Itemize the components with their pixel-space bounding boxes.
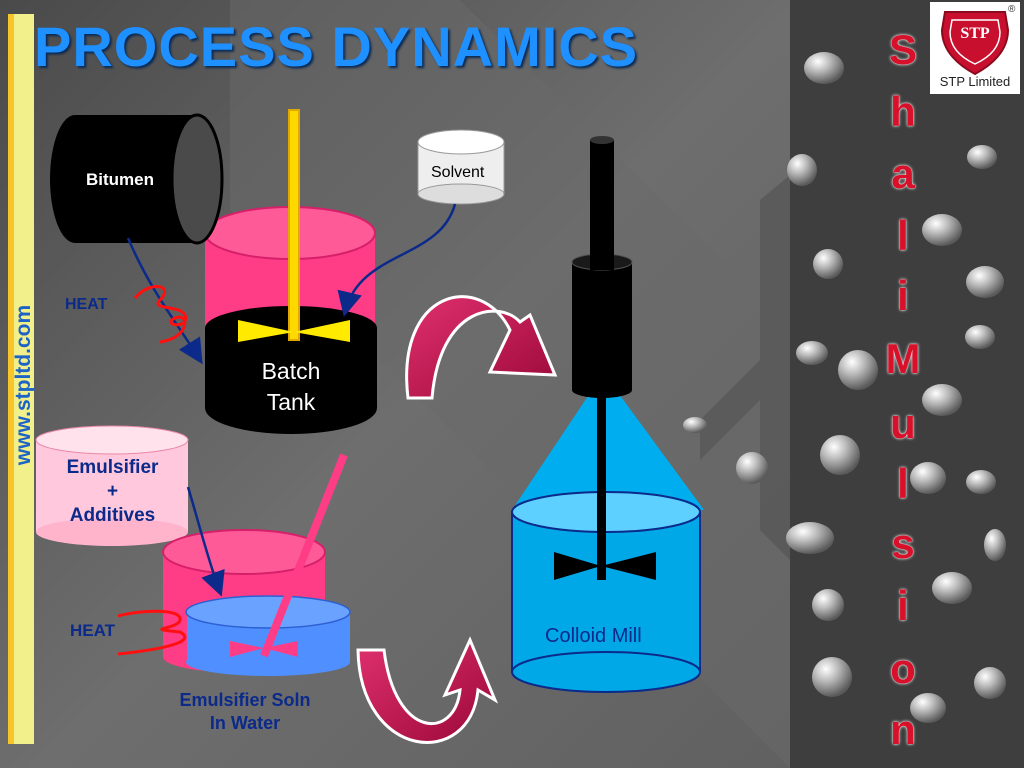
emulsifier-can — [35, 425, 189, 546]
heat-coil-top — [133, 285, 187, 344]
brand-letter: l — [897, 212, 909, 259]
brand-letter: h — [890, 88, 916, 135]
website-side-strip — [8, 14, 34, 744]
emulsifier-solution-label: Emulsifier Soln In Water — [150, 689, 340, 735]
brand-letter: i — [897, 582, 909, 629]
emulsifier-solution-line1: Emulsifier Soln — [179, 690, 311, 710]
background-arrow-shape — [700, 175, 790, 560]
heat-label-top: HEAT — [65, 296, 108, 313]
solvent-label: Solvent — [431, 164, 485, 181]
colloid-mill-label: Colloid Mill — [545, 625, 642, 647]
brand-letter: u — [890, 400, 916, 447]
arrow-emulsifier-to-mill — [356, 636, 499, 744]
heat-coil-bottom — [117, 609, 187, 656]
brand-letter: s — [891, 520, 915, 567]
emulsifier-stirrer — [230, 453, 348, 658]
brand-letter: i — [897, 272, 909, 319]
logo-registered-mark: ® — [1008, 4, 1016, 15]
heat-label-bottom: HEAT — [70, 621, 116, 640]
emulsifier-solution-tank — [162, 529, 351, 676]
bitumen-drum — [50, 113, 224, 245]
emulsifier-label-line1: Emulsifier — [66, 457, 159, 478]
bitumen-feed-line — [126, 237, 203, 365]
emulsifier-label-line2: + — [106, 481, 119, 502]
batch-tank-label: Batch Tank — [236, 356, 346, 418]
water-drop-decorations — [683, 52, 1006, 723]
logo-monogram: STP — [960, 25, 990, 42]
bitumen-label: Bitumen — [86, 170, 154, 189]
solvent-can — [417, 129, 505, 205]
emulsifier-solution-line2: In Water — [209, 713, 281, 733]
brand-letter: n — [890, 706, 916, 753]
batch-tank-label-line1: Batch — [261, 358, 321, 384]
emulsifier-feed-line — [186, 486, 225, 597]
brand-letter: a — [891, 150, 915, 197]
colloid-mill — [511, 136, 704, 693]
arrow-batch-to-mill — [405, 295, 558, 400]
solvent-feed-line — [337, 203, 457, 317]
brand-letter: l — [897, 460, 909, 507]
website-url[interactable]: www.stpltd.com — [12, 304, 35, 466]
stp-logo-shield — [930, 2, 1020, 94]
logo-caption: STP Limited — [939, 74, 1011, 89]
page-title: PROCESS DYNAMICS — [34, 15, 639, 78]
batch-tank-label-line2: Tank — [266, 389, 316, 415]
brand-letter: S — [888, 26, 917, 73]
brand-letter: M — [885, 335, 921, 382]
right-dark-panel — [790, 0, 1024, 768]
brand-letter: o — [890, 645, 916, 692]
emulsifier-additives-label: Emulsifier + Additives — [40, 456, 185, 528]
emulsifier-label-line3: Additives — [69, 505, 156, 526]
batch-agitator — [238, 109, 350, 342]
